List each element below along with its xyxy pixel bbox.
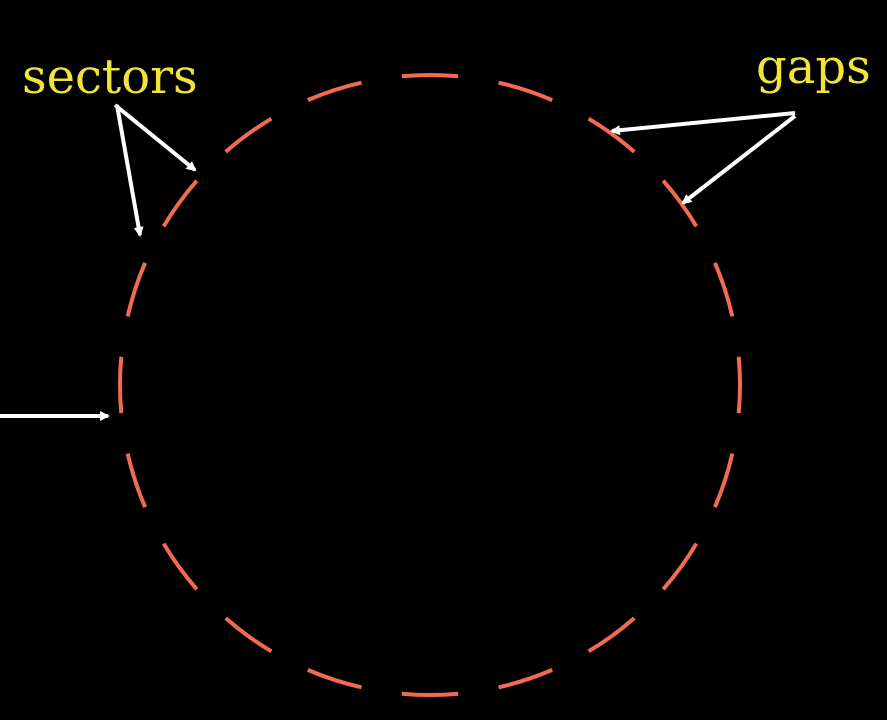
arrows <box>0 103 797 421</box>
circle-sector <box>161 542 199 591</box>
circle-sector <box>224 616 273 654</box>
circle-sector <box>713 261 735 317</box>
circle-sector <box>125 261 147 317</box>
circle-sector <box>587 116 636 154</box>
circle-sector <box>736 356 742 414</box>
arrow-gaps-to-lower-gap <box>681 114 797 205</box>
circle-sector <box>118 356 124 414</box>
dashed-circle <box>118 73 742 697</box>
circle-sector <box>306 668 362 690</box>
circle-sector <box>713 453 735 509</box>
circle-sector <box>661 542 699 591</box>
circle-sector <box>224 116 273 154</box>
circle-sector <box>306 80 362 102</box>
sectors-label: sectors <box>22 49 198 105</box>
circle-sector <box>587 616 636 654</box>
circle-sector <box>498 668 554 690</box>
gaps-label: gaps <box>756 39 871 95</box>
arrow-sectors-to-left-segment <box>115 104 144 237</box>
arrow-gaps-to-upper-gap <box>610 111 796 136</box>
circle-sector <box>498 80 554 102</box>
circle-sector <box>161 179 199 228</box>
circle-sector <box>401 691 459 697</box>
circle-sector <box>125 453 147 509</box>
circle-sector <box>401 73 459 79</box>
arrow-sectors-to-right-segment <box>113 103 197 172</box>
circle-sector <box>661 179 699 228</box>
